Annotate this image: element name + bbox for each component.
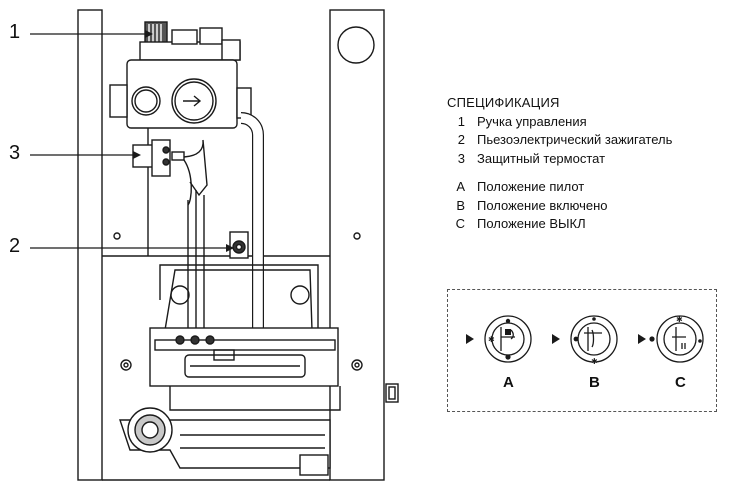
spec-item-num: 1 (457, 113, 465, 129)
gas-pipes (187, 112, 264, 330)
spec-item: 2 Пьезоэлектрический зажигатель (447, 131, 673, 150)
spec-position-label: Положение пилот (477, 179, 585, 194)
knob-positions-panel: ✱ ✱ ✱ A B C (447, 289, 717, 412)
spec-item-num: 3 (457, 150, 465, 166)
gas-valve (109, 21, 252, 129)
callout-3: 3 (9, 142, 21, 164)
heat-exchanger (119, 386, 341, 476)
callout-1: 1 (9, 21, 21, 43)
knob-b-icon: ✱ (552, 315, 618, 366)
knob-letter-b: B (589, 374, 600, 391)
svg-text:✱: ✱ (676, 315, 683, 324)
spec-position: A Положение пилот (447, 178, 672, 197)
knob-letter-a: A (503, 374, 514, 391)
callout-2: 2 (9, 235, 21, 257)
spec-item-label: Пьезоэлектрический зажигатель (477, 132, 673, 147)
spec-title: СПЕЦИФИКАЦИЯ (447, 95, 560, 110)
spec-position: C Положение ВЫКЛ (447, 215, 672, 234)
safety-thermostat (132, 139, 208, 206)
spec-position-letter: B (456, 197, 465, 213)
piezo-igniter (229, 231, 249, 259)
knob-c-icon: ✱ (638, 315, 704, 363)
spec-position-letter: C (455, 216, 465, 231)
spec-position-letter: A (456, 179, 465, 194)
svg-text:✱: ✱ (591, 357, 598, 366)
knob-a-icon: ✱ (466, 315, 532, 363)
spec-item-label: Защитный термостат (477, 150, 606, 166)
callout-leaders (30, 30, 234, 252)
spec-position-label: Положение включено (477, 197, 608, 213)
burner-assembly (120, 264, 363, 387)
knob-letter-c: C (675, 374, 686, 391)
spec-item: 3 Защитный термостат (447, 150, 672, 169)
spec-item-label: Ручка управления (477, 113, 587, 129)
boiler-frame (77, 9, 399, 481)
spec-position-label: Положение ВЫКЛ (477, 216, 586, 231)
svg-text:✱: ✱ (488, 335, 495, 344)
spec-item: 1 Ручка управления (447, 113, 672, 132)
spec-item-num: 2 (457, 132, 465, 147)
specification-legend: СПЕЦИФИКАЦИЯ 1 Ручка управления 2 Пьезоэ… (447, 94, 672, 234)
spec-position: B Положение включено (447, 197, 672, 216)
